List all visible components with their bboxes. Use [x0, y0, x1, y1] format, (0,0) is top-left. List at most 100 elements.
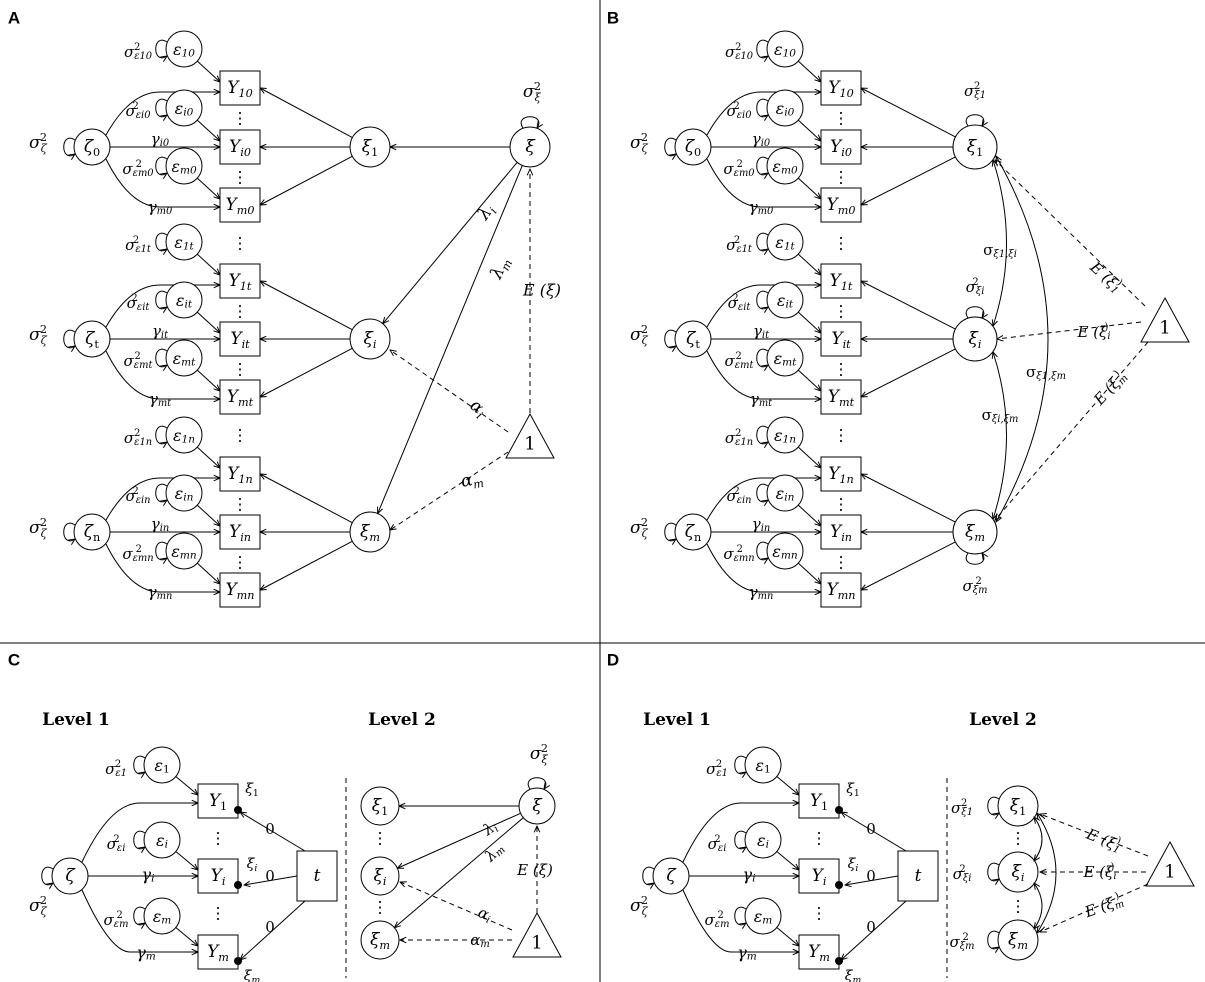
panel-b-loading-path	[861, 156, 956, 205]
panel-c-xi-to-xim	[394, 817, 524, 928]
panel-b-residual-path	[797, 562, 821, 584]
panel-b-observed-box	[820, 456, 862, 492]
panel-b-residual-label: ε1n	[774, 426, 796, 446]
panel-c-definition-label: ξm	[244, 968, 261, 982]
panel-d-mean-1-label: E (ξ1)	[1083, 823, 1125, 856]
panel-c-time-box	[296, 850, 338, 902]
panel-b-residual-variance-label: σεmt2	[725, 350, 754, 370]
panel-c-observed-label: Yi	[211, 866, 226, 887]
panel-b-xi-1-variance-label: σξ12	[964, 80, 986, 100]
panel-a-intercept-i-path	[390, 350, 509, 433]
panel-a-intercept-m-path	[390, 451, 509, 530]
panel-c-xi-i-node	[360, 856, 400, 896]
panel-a-residual-label: εit	[176, 291, 193, 311]
panel-d-gamma-label: γi	[743, 865, 756, 885]
panel-a-residual-variance-loop	[155, 290, 167, 309]
panel-c-residual-label: εm	[153, 907, 172, 927]
panel-a-vdots-row: ⋮	[232, 426, 248, 445]
panel-b-mean-m-label: E (ξm)	[1088, 366, 1130, 409]
panel-d-zero-label: 0	[866, 918, 876, 936]
panel-a-residual-variance-label: σεit2	[127, 292, 150, 312]
panel-b-constant-triangle	[1140, 296, 1190, 343]
panel-b-residual-variance-label: σε1t2	[726, 234, 752, 254]
panel-c-residual-variance-label: σεi2	[107, 833, 126, 853]
panel-b-mean-1-path	[995, 160, 1146, 307]
panel-b-cov-1m-label: σξ1,ξm	[1026, 363, 1066, 382]
panel-a-residual-path	[196, 60, 220, 82]
panel-d-mean-1-path	[1040, 814, 1149, 857]
panel-d-residual-path	[776, 776, 799, 795]
panel-a-observed-box	[219, 321, 261, 357]
panel-d-vdots-xi: ⋮	[1010, 829, 1026, 848]
panel-b-zeta-label: ζt	[686, 329, 700, 350]
panel-b-residual-path	[797, 504, 821, 526]
panel-b-residual-variance-loop	[756, 541, 768, 560]
panel-d-vdots: ⋮	[811, 904, 827, 923]
panel-a-observed-box	[219, 70, 261, 106]
panel-a-residual-label: ε10	[173, 40, 195, 60]
panel-b-slope-path-m	[706, 158, 821, 207]
panel-b-residual-variance-label: σεi02	[727, 100, 752, 120]
panel-b-gamma-label: γi0	[752, 130, 770, 149]
panel-d-residual-variance-loop	[734, 906, 746, 925]
panel-b-loading-path	[861, 541, 956, 590]
panel-b-intercept-path	[706, 92, 821, 136]
panel-a-loading-path	[260, 281, 353, 331]
panel-b-observed-label: Yit	[831, 329, 851, 350]
panel-b-xi-i-label: ξi	[969, 329, 982, 350]
panel-b-gamma-label: γm0	[749, 198, 774, 217]
panel-c-intercept-i-path	[400, 882, 513, 931]
panel-a-zeta-variance-loop	[63, 329, 75, 348]
panel-a-residual-node	[165, 339, 203, 377]
panel-d-xi-i-variance-loop	[987, 862, 999, 881]
panel-a-observed-box	[219, 379, 261, 415]
panel-b-residual-variance-loop	[756, 290, 768, 309]
panel-c-level1-title: Level 1	[42, 710, 110, 730]
panel-b-residual-label: εmt	[774, 349, 798, 369]
panel-b-residual-path	[797, 177, 821, 199]
panel-b-residual-variance-label: σεmn2	[723, 543, 754, 563]
panel-a-lambda-m-label: λm	[486, 254, 515, 283]
panel-b-residual-node	[766, 339, 804, 377]
panel-a-residual-variance-loop	[155, 98, 167, 117]
panel-a-zeta-variance-label: σζ2	[29, 516, 48, 540]
panel-c-expectation-label: E (ξ)	[516, 861, 553, 879]
panel-b-zeta-variance-label: σζ2	[630, 323, 649, 347]
panel-d-zero-label: 0	[866, 820, 876, 838]
panel-b-residual-variance-loop	[756, 348, 768, 367]
panel-d-xi-1-variance-loop	[987, 796, 999, 815]
panel-d-observed-box	[798, 934, 840, 970]
panel-b-vdots: ⋮	[833, 360, 849, 379]
panel-a-observed-label: Yin	[229, 522, 251, 543]
panel-c-residual-variance-loop	[133, 755, 145, 774]
panel-d-zeta-label: ζ	[666, 866, 677, 886]
panel-b-residual-path	[797, 446, 821, 468]
panel-a-gamma-label: γit	[152, 322, 168, 341]
panel-b-residual-label: εm0	[772, 157, 798, 177]
panel-c-vdots: ⋮	[210, 904, 226, 923]
panel-c-zero-label: 0	[265, 867, 275, 885]
panel-a-xi-1-label: ξ1	[362, 137, 379, 158]
panel-b-cov-1i-path	[993, 160, 1007, 326]
panel-d-time-box	[897, 850, 939, 902]
panel-b-residual-variance-label: σε102	[725, 41, 753, 61]
panel-a-xi-i-node	[349, 318, 391, 360]
panel-b-gamma-label: γmn	[749, 583, 774, 602]
panel-d-slope-path-m	[682, 889, 799, 952]
panel-a-residual-variance-loop	[155, 232, 167, 251]
panel-a-residual-label: ε1n	[173, 426, 195, 446]
panel-b-gamma-label: γit	[753, 322, 769, 341]
panel-d-xi-i-label: ξi	[1012, 862, 1025, 883]
panel-a-slope-path-m	[105, 350, 220, 399]
panel-b-residual-variance-loop	[756, 425, 768, 444]
panel-b-observed-box	[820, 321, 862, 357]
panel-d-intercept-path	[682, 803, 799, 863]
panel-d-cov-1i-path	[1034, 817, 1043, 861]
panel-d-time-path-1	[841, 812, 907, 852]
panel-b-observed-label: Y10	[828, 78, 854, 99]
panel-c-zero-label: 0	[265, 820, 275, 838]
panel-label-C: C	[8, 651, 20, 670]
panel-d-residual-variance-loop	[734, 830, 746, 849]
panel-b-residual-node	[766, 474, 804, 512]
